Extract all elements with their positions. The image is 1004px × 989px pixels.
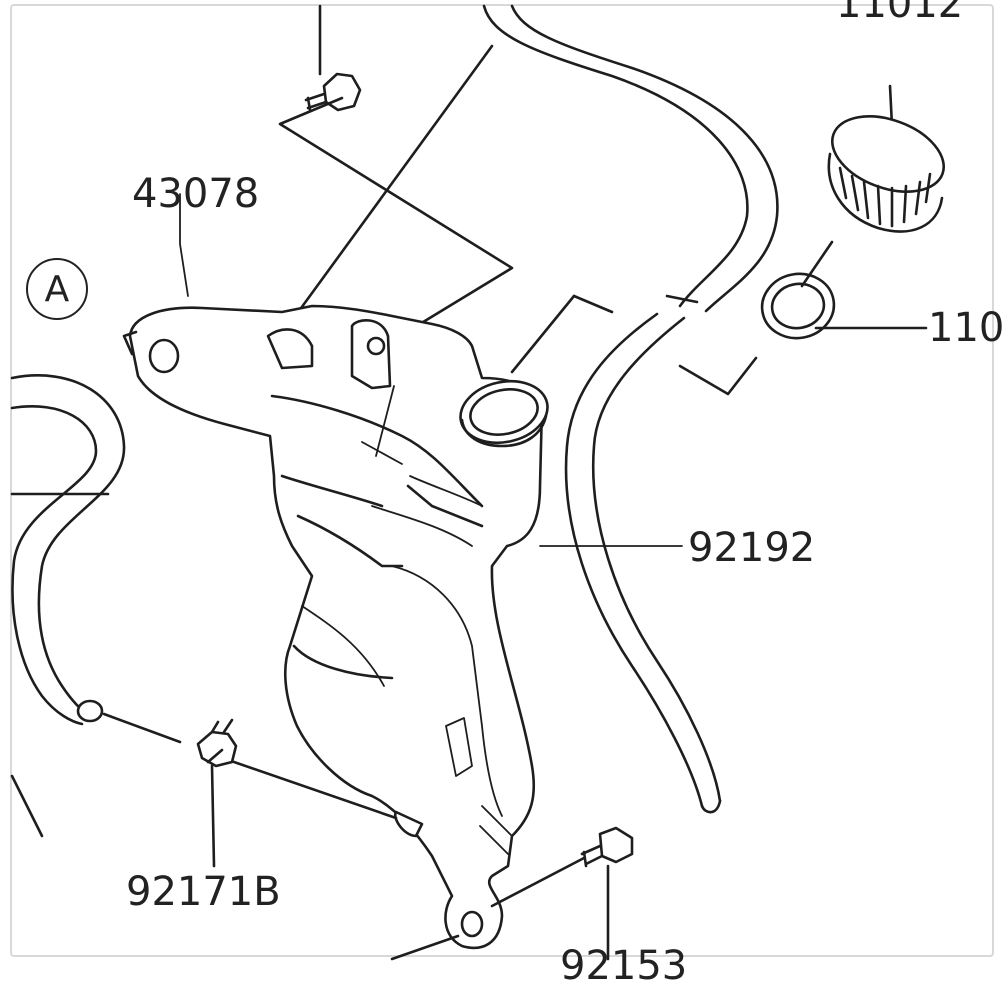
diagram-frame: A 43078 11012 110 92192 92171B 92153 [10,0,1004,986]
hose-clip [102,712,398,868]
callout-a-marker: A [26,258,88,320]
label-92153: 92153 [560,943,688,989]
left-hose [10,374,126,838]
filler-cap [827,115,946,233]
label-110: 110 [928,305,1004,351]
label-11012: 11012 [836,0,964,27]
reservoir-tank [122,193,549,950]
seal-ring [760,272,836,340]
top-bolt [304,4,362,112]
leader-lines [278,44,928,396]
hose-92192 [482,4,779,814]
label-43078: 43078 [132,171,260,217]
label-92171b: 92171B [126,869,281,915]
parts-diagram [10,4,946,961]
bottom-bolt [390,826,634,961]
label-92192: 92192 [688,525,816,571]
